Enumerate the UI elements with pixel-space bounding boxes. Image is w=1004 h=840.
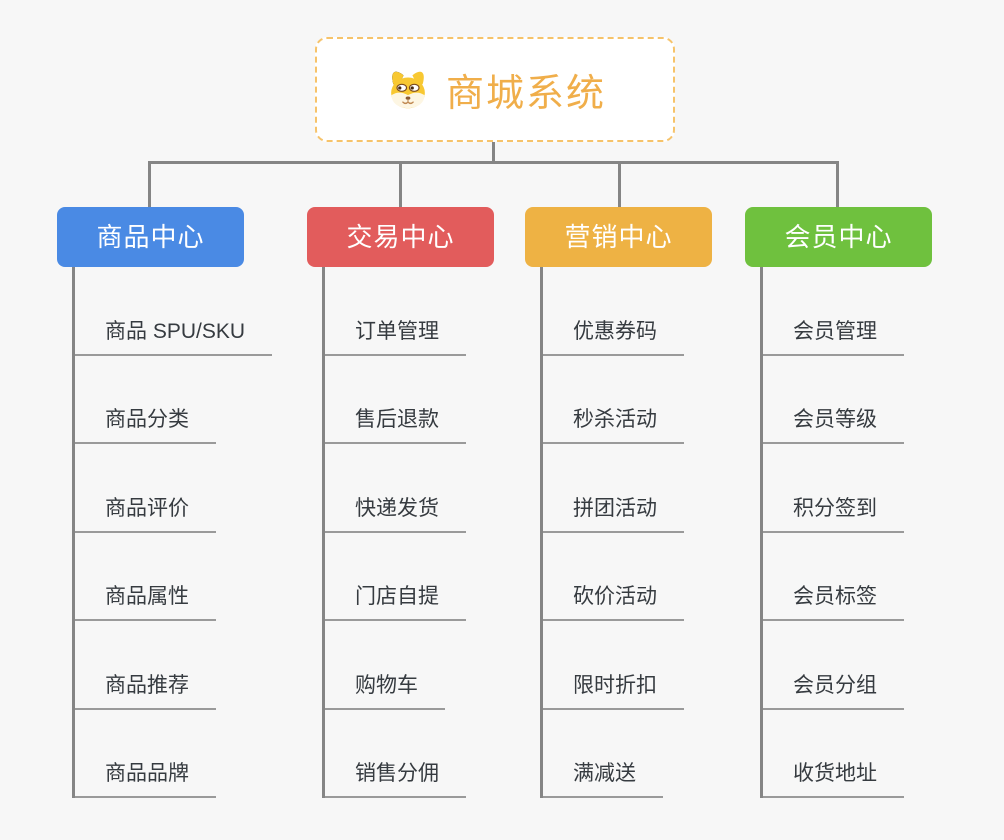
connector-horizontal-bar [148, 161, 839, 164]
node-label: 满减送 [573, 762, 636, 785]
mindmap-node[interactable]: 会员标签 [763, 533, 904, 621]
node-label: 会员标签 [793, 585, 877, 608]
mindmap-node[interactable]: 商品属性 [75, 533, 216, 621]
mindmap-node[interactable]: 销售分佣 [325, 710, 466, 798]
node-label: 优惠券码 [573, 319, 657, 343]
branch-header-1[interactable]: 商品中心 [57, 207, 244, 267]
mindmap-node[interactable]: 购物车 [325, 621, 445, 710]
mindmap-node[interactable]: 商品评价 [75, 444, 216, 533]
branch-3: 营销中心优惠券码秒杀活动拼团活动砍价活动限时折扣满减送 [525, 207, 785, 798]
mindmap-node[interactable]: 满减送 [543, 710, 663, 798]
node-label: 商品品牌 [105, 762, 189, 785]
node-label: 会员管理 [793, 319, 877, 343]
branch-2: 交易中心订单管理售后退款快递发货门店自提购物车销售分佣 [307, 207, 567, 798]
mindmap-node[interactable]: 门店自提 [325, 533, 466, 621]
connector-root-stub [492, 142, 495, 163]
node-label: 商品 SPU/SKU [105, 319, 246, 343]
node-label: 订单管理 [355, 319, 439, 343]
mindmap-node[interactable]: 商品品牌 [75, 710, 216, 798]
node-label: 商品分类 [105, 408, 189, 431]
branch-item-list: 会员管理会员等级积分签到会员标签会员分组收货地址 [760, 267, 904, 798]
node-label: 收货地址 [793, 762, 877, 785]
node-label: 拼团活动 [573, 496, 657, 520]
mindmap-node[interactable]: 商品 SPU/SKU [75, 267, 273, 356]
mindmap-node[interactable]: 商品推荐 [75, 621, 216, 710]
node-label: 秒杀活动 [573, 408, 657, 431]
mindmap-node[interactable]: 收货地址 [763, 710, 904, 798]
connector-drop-1 [148, 161, 151, 208]
branch-item-list: 优惠券码秒杀活动拼团活动砍价活动限时折扣满减送 [540, 267, 684, 798]
node-label: 快递发货 [355, 496, 439, 520]
connector-drop-2 [398, 161, 402, 208]
branch-item-list: 订单管理售后退款快递发货门店自提购物车销售分佣 [322, 267, 466, 798]
node-label: 购物车 [355, 673, 418, 697]
branch-4: 会员中心会员管理会员等级积分签到会员标签会员分组收货地址 [745, 207, 1004, 798]
branch-header-4[interactable]: 会员中心 [745, 207, 932, 267]
node-label: 销售分佣 [355, 762, 439, 785]
branch-header-2[interactable]: 交易中心 [307, 207, 494, 267]
node-label: 商品推荐 [105, 673, 189, 697]
root-title: 商城系统 [445, 73, 606, 115]
mindmap-node[interactable]: 砍价活动 [543, 533, 684, 621]
node-label: 商品属性 [105, 585, 189, 608]
node-label: 售后退款 [355, 408, 439, 431]
branch-header-3[interactable]: 营销中心 [525, 207, 712, 267]
mindmap-node[interactable]: 拼团活动 [543, 444, 684, 533]
mindmap-node[interactable]: 售后退款 [325, 356, 466, 444]
mindmap-node[interactable]: 订单管理 [325, 267, 466, 356]
mindmap-node[interactable]: 积分签到 [763, 444, 904, 533]
mindmap-node[interactable]: 商品分类 [75, 356, 216, 444]
mindmap-node[interactable]: 快递发货 [325, 444, 466, 533]
shiba-dog-icon [391, 71, 425, 108]
root-node[interactable]: 商城系统 [315, 37, 675, 142]
mindmap-node[interactable]: 优惠券码 [543, 267, 684, 356]
node-label: 会员等级 [793, 408, 877, 431]
branch-1: 商品中心商品 SPU/SKU 商品分类商品评价商品属性商品推荐商品品牌 [57, 207, 317, 798]
node-label: 限时折扣 [573, 673, 657, 697]
mindmap-node[interactable]: 秒杀活动 [543, 356, 684, 444]
connector-drop-4 [836, 161, 839, 208]
branch-item-list: 商品 SPU/SKU 商品分类商品评价商品属性商品推荐商品品牌 [72, 267, 273, 798]
mindmap-node[interactable]: 限时折扣 [543, 621, 684, 710]
connector-drop-3 [617, 161, 621, 208]
node-label: 门店自提 [355, 585, 439, 608]
mindmap-node[interactable]: 会员管理 [763, 267, 904, 356]
node-label: 商品评价 [105, 496, 189, 520]
mindmap-node[interactable]: 会员等级 [763, 356, 904, 444]
mindmap-node[interactable]: 会员分组 [763, 621, 904, 710]
node-label: 会员分组 [793, 673, 877, 697]
node-label: 砍价活动 [573, 585, 657, 608]
node-label: 积分签到 [793, 496, 877, 520]
